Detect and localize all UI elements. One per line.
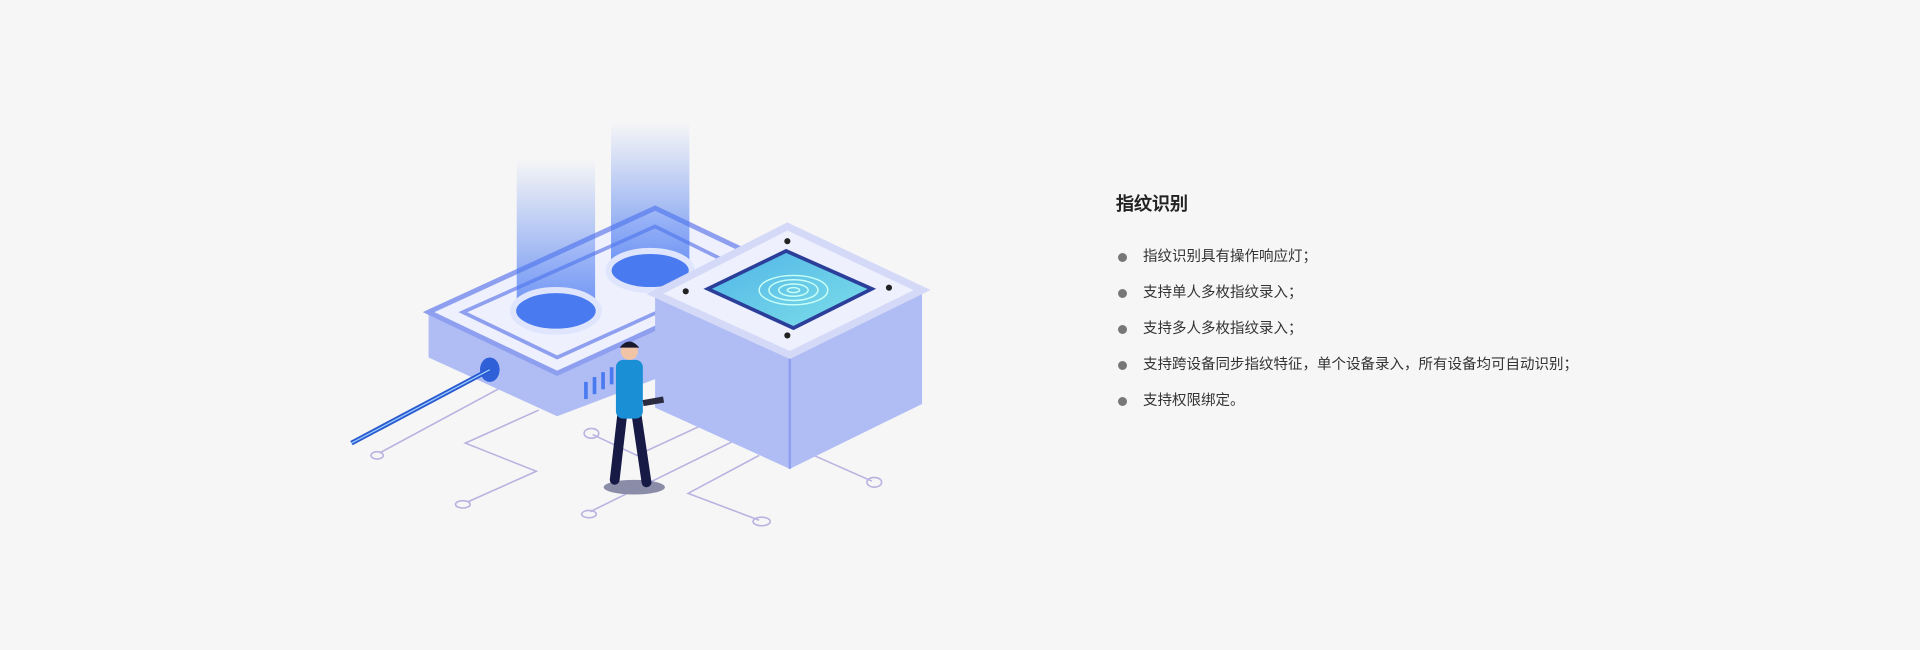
feature-item-text: 支持单人多枚指纹录入；	[1143, 285, 1303, 301]
fingerprint-reader	[646, 222, 931, 469]
feature-item: 支持跨设备同步指纹特征，单个设备录入，所有设备均可自动识别；	[1116, 355, 1578, 391]
feature-item: 支持权限绑定。	[1116, 391, 1578, 427]
feature-item: 支持多人多枚指纹录入；	[1116, 319, 1578, 355]
vent-slots	[584, 367, 614, 400]
feature-item-text: 指纹识别具有操作响应灯；	[1143, 249, 1317, 265]
feature-item-text: 支持权限绑定。	[1143, 393, 1245, 409]
bullet-icon	[1118, 325, 1127, 334]
feature-panel: 指纹识别 指纹识别具有操作响应灯； 支持单人多枚指纹录入； 支持多人多枚指纹录入…	[1116, 193, 1578, 427]
light-beam-right	[611, 122, 690, 270]
feature-title: 指纹识别	[1116, 194, 1188, 215]
light-beam-left	[516, 159, 596, 313]
person-figure	[603, 341, 665, 495]
bullet-icon	[1118, 289, 1127, 298]
feature-item: 指纹识别具有操作响应灯；	[1116, 247, 1578, 283]
feature-list: 指纹识别具有操作响应灯； 支持单人多枚指纹录入； 支持多人多枚指纹录入； 支持跨…	[1116, 247, 1578, 427]
feature-item-text: 支持跨设备同步指纹特征，单个设备录入，所有设备均可自动识别；	[1143, 357, 1578, 373]
bullet-icon	[1118, 253, 1127, 262]
feature-item: 支持单人多枚指纹录入；	[1116, 283, 1578, 319]
bullet-icon	[1118, 397, 1127, 406]
fingerprint-icon	[758, 274, 829, 306]
feature-item-text: 支持多人多枚指纹录入；	[1143, 321, 1303, 337]
bullet-icon	[1118, 361, 1127, 370]
